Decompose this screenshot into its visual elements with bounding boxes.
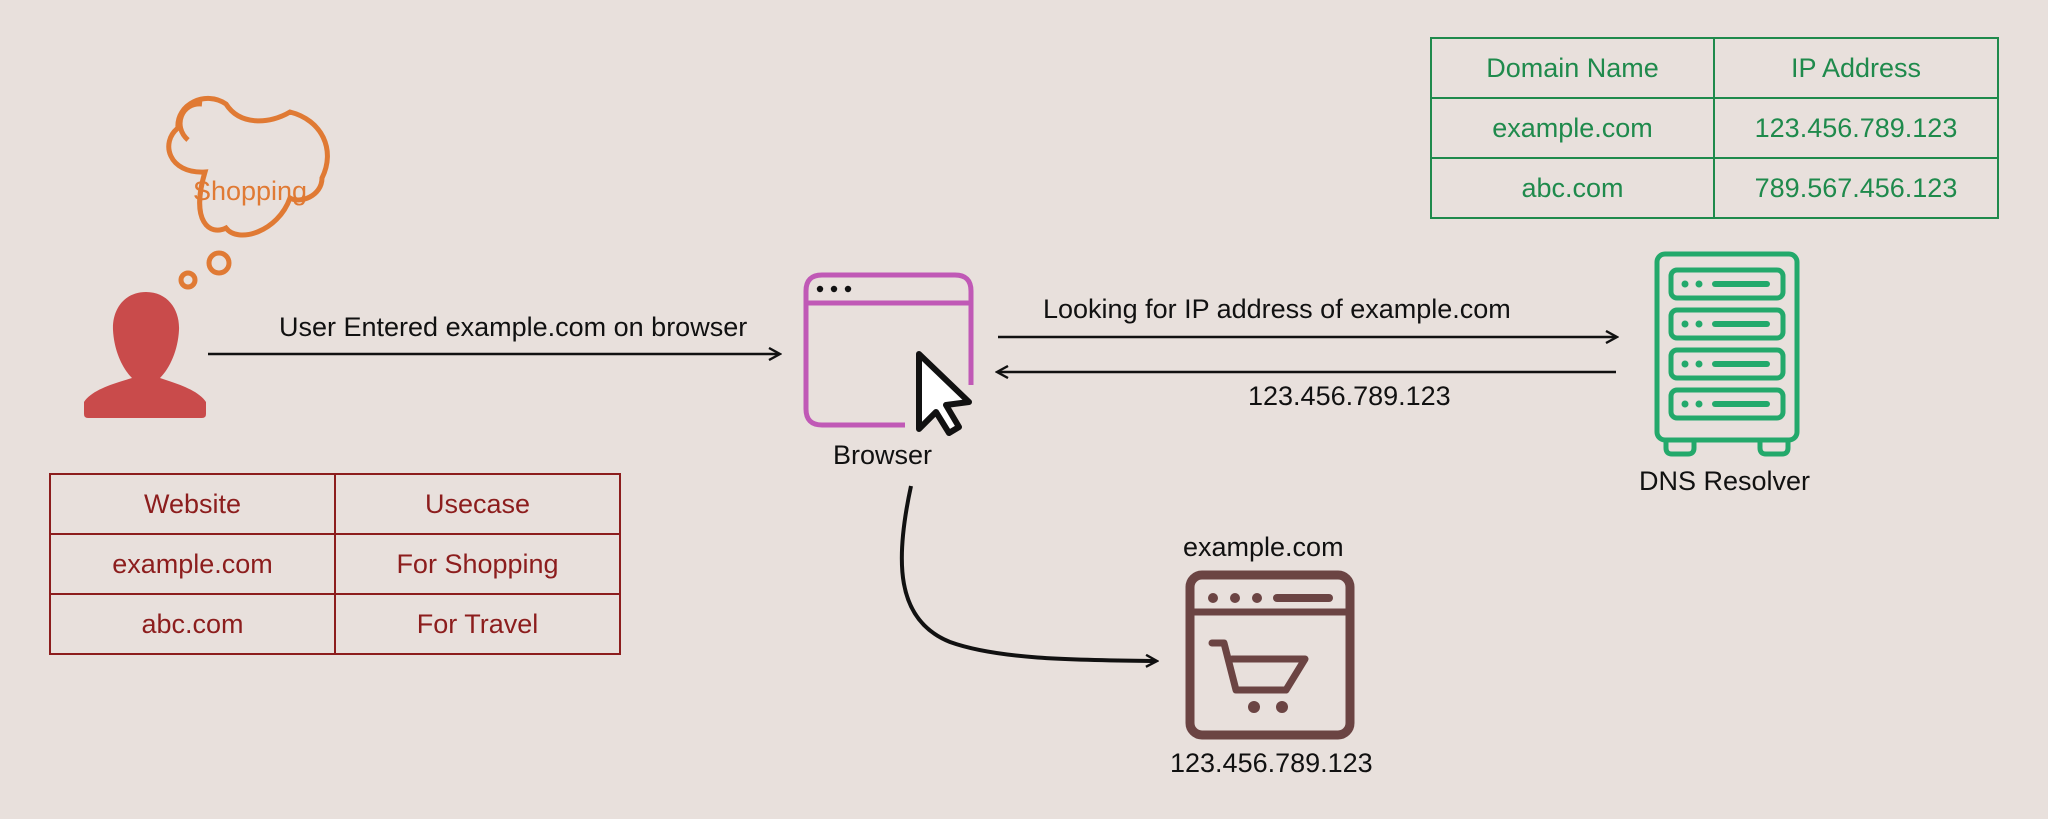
thought-text: Shopping: [192, 176, 308, 206]
table-header-cell: Usecase: [334, 473, 621, 535]
shopping-website-icon: [1185, 570, 1355, 740]
website-name-label: example.com: [1183, 532, 1344, 562]
user-action-label: User Entered example.com on browser: [279, 312, 748, 342]
table-row: example.com For Shopping: [49, 533, 621, 595]
table-row: abc.com 789.567.456.123: [1430, 157, 1999, 219]
table-cell: 123.456.789.123: [1713, 97, 1999, 159]
table-row: example.com 123.456.789.123: [1430, 97, 1999, 159]
table-cell: example.com: [49, 533, 336, 595]
website-ip-label: 123.456.789.123: [1170, 748, 1373, 778]
table-cell: example.com: [1430, 97, 1715, 159]
dns-records-table: Domain Name IP Address example.com 123.4…: [1430, 37, 1999, 219]
table-cell: abc.com: [49, 593, 336, 655]
dns-request-label: Looking for IP address of example.com: [1043, 294, 1511, 324]
table-header-row: Website Usecase: [49, 473, 621, 535]
table-header-row: Domain Name IP Address: [1430, 37, 1999, 99]
table-header-cell: Website: [49, 473, 336, 535]
table-cell: 789.567.456.123: [1713, 157, 1999, 219]
dns-response-label: 123.456.789.123: [1248, 381, 1451, 411]
table-header-cell: IP Address: [1713, 37, 1999, 99]
table-cell: For Travel: [334, 593, 621, 655]
browser-icon: [803, 272, 974, 436]
browser-label: Browser: [833, 440, 933, 470]
table-cell: abc.com: [1430, 157, 1715, 219]
thought-bubble-icon: [166, 95, 330, 290]
table-cell: For Shopping: [334, 533, 621, 595]
dns-server-icon: [1654, 251, 1800, 457]
user-icon: [84, 292, 206, 418]
table-header-cell: Domain Name: [1430, 37, 1715, 99]
website-usecase-table: Website Usecase example.com For Shopping…: [49, 473, 621, 655]
browser-to-website-arrow: [899, 485, 1156, 661]
table-row: abc.com For Travel: [49, 593, 621, 655]
dns-resolver-label: DNS Resolver: [1639, 466, 1811, 496]
